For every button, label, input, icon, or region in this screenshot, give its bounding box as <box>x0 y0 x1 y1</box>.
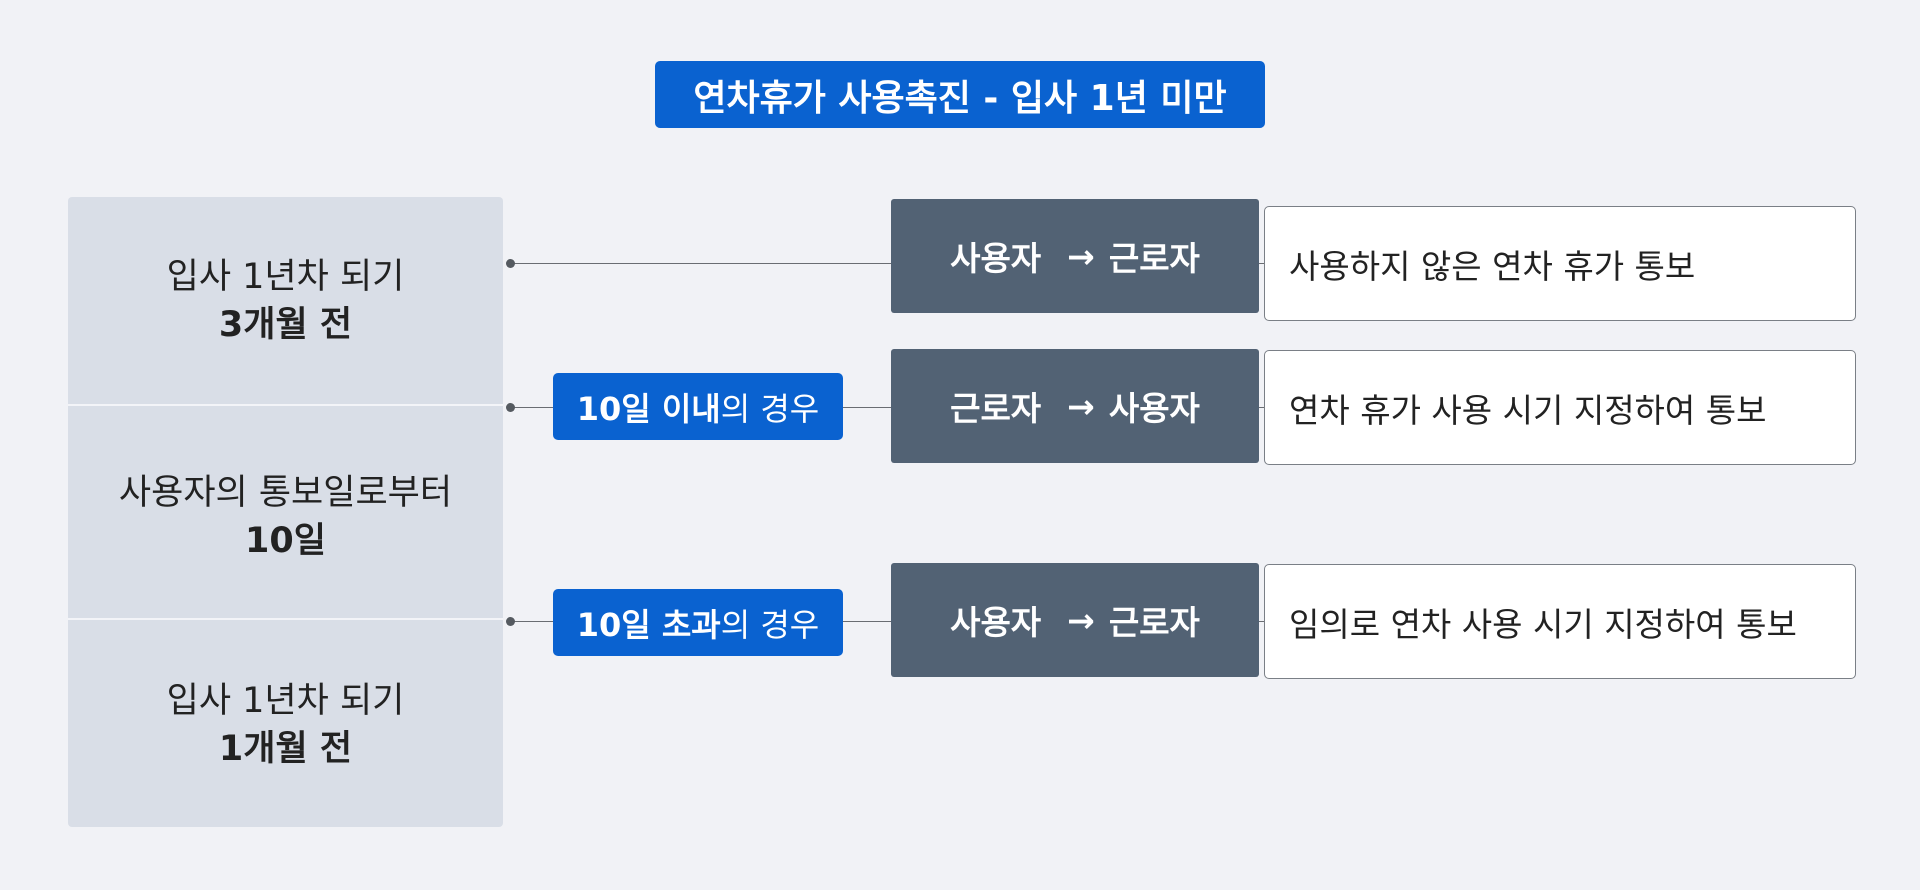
timeline-stage-3-label: 입사 1년차 되기 <box>166 681 405 721</box>
description-box-1: 사용하지 않은 연차 휴가 통보 <box>1264 206 1856 321</box>
timeline-panel <box>68 197 503 827</box>
connector-line <box>1259 621 1265 622</box>
timeline-stage-2-value: 10일 <box>245 521 326 561</box>
connector-dot <box>506 259 515 268</box>
timeline-stage-1-value: 3개월 전 <box>218 305 353 345</box>
actor-box-2: 근로자 → 사용자 <box>891 349 1259 463</box>
timeline-stage-3-value: 1개월 전 <box>218 729 353 769</box>
timeline-stage-2: 사용자의 통보일로부터 10일 <box>68 469 503 565</box>
condition-over-10-days-strong: 10일 초과 <box>576 605 721 644</box>
connector-dot <box>506 403 515 412</box>
condition-within-10-days-rest: 의 경우 <box>720 389 820 428</box>
timeline-stage-2-label: 사용자의 통보일로부터 <box>118 473 453 513</box>
timeline-stage-3: 입사 1년차 되기 1개월 전 <box>68 677 503 773</box>
actor-box-1-from: 사용자 <box>950 239 1042 278</box>
diagram-title: 연차휴가 사용촉진 - 입사 1년 미만 <box>655 61 1265 128</box>
condition-within-10-days-strong: 10일 이내 <box>576 389 721 428</box>
connector-line <box>1259 407 1265 408</box>
actor-box-1-to: 근로자 <box>1108 239 1200 278</box>
actor-box-2-from: 근로자 <box>950 389 1042 428</box>
actor-box-3-from: 사용자 <box>950 603 1042 642</box>
arrow-right-icon: → <box>1067 600 1095 640</box>
timeline-stage-1: 입사 1년차 되기 3개월 전 <box>68 253 503 349</box>
arrow-right-icon: → <box>1067 236 1095 276</box>
arrow-right-icon: → <box>1067 386 1095 426</box>
timeline-divider <box>68 618 503 620</box>
timeline-divider <box>68 404 503 406</box>
description-box-2: 연차 휴가 사용 시기 지정하여 통보 <box>1264 350 1856 465</box>
description-box-3: 임의로 연차 사용 시기 지정하여 통보 <box>1264 564 1856 679</box>
actor-box-3: 사용자 → 근로자 <box>891 563 1259 677</box>
condition-over-10-days-rest: 의 경우 <box>720 605 820 644</box>
actor-box-2-to: 사용자 <box>1108 389 1200 428</box>
connector-line <box>1259 263 1265 264</box>
actor-box-1: 사용자 → 근로자 <box>891 199 1259 313</box>
actor-box-3-to: 근로자 <box>1108 603 1200 642</box>
connector-dot <box>506 617 515 626</box>
connector-line <box>510 263 891 264</box>
timeline-stage-1-label: 입사 1년차 되기 <box>166 257 405 297</box>
